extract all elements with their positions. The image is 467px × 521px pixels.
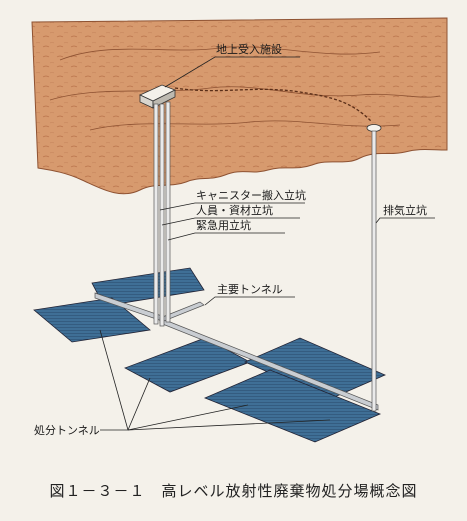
shafts: [153, 101, 377, 412]
emergency-shaft: [165, 101, 171, 323]
exhaust-shaft-head: [366, 124, 382, 132]
surface-facility-building: [139, 84, 176, 109]
label-canister-shaft: キャニスター搬入立坑: [196, 188, 306, 202]
access-road: [174, 87, 373, 123]
rock-layer: [31, 17, 448, 195]
label-main-tunnel: 主要トンネル: [217, 283, 283, 296]
figure-caption: 図１－３－１ 高レベル放射性廃棄物処分場概念図: [49, 482, 418, 500]
personnel-shaft: [159, 103, 165, 327]
disposal-panel-left: [33, 297, 151, 343]
disposal-panels: [33, 267, 387, 443]
label-disposal-tunnel: 処分トンネル: [34, 424, 100, 437]
exhaust-shaft: [371, 130, 377, 412]
label-exhaust-shaft: 排気立坑: [383, 203, 427, 217]
label-personnel-shaft: 人員・資材立坑: [196, 203, 273, 217]
canister-shaft: [153, 103, 159, 325]
label-emergency-shaft: 緊急用立坑: [196, 218, 251, 232]
disposal-panel-front: [203, 369, 382, 443]
label-surface-facility: 地上受入施設: [216, 42, 282, 56]
leader-lines: [99, 56, 435, 431]
